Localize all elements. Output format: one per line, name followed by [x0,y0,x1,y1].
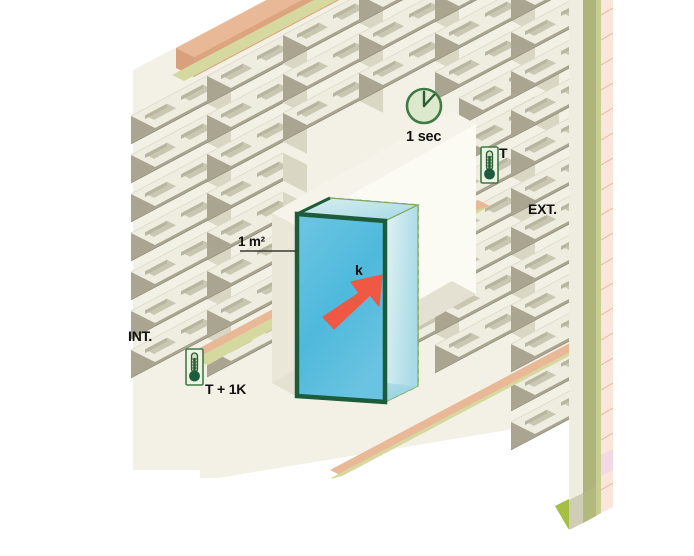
render-bottom-right [330,343,582,476]
cube-front-frame [294,211,388,405]
insulation-bottom-right [327,349,582,480]
temperature-exterior-label: T [499,145,508,161]
conductivity-symbol-label: k [355,262,363,278]
interior-label: INT. [128,328,153,344]
thermometer-icon-exterior [480,146,499,184]
heat-flow-arrow [322,274,383,330]
temperature-interior-label: T + 1K [205,381,247,397]
exterior-label: EXT. [528,201,557,217]
area-label: 1 m² [238,234,265,249]
cube-right-face [384,204,419,403]
wall-end-insulation [583,0,596,523]
insulation-top [172,0,338,81]
render-hatching [600,7,614,491]
render-top-face [176,0,302,57]
clock-icon [405,87,443,125]
insulation-foot-bevel [555,499,569,530]
thermometer-icon-interior [185,348,204,386]
time-label: 1 sec [406,129,442,145]
wall-end-block [569,0,583,530]
render-top-side [194,0,340,77]
